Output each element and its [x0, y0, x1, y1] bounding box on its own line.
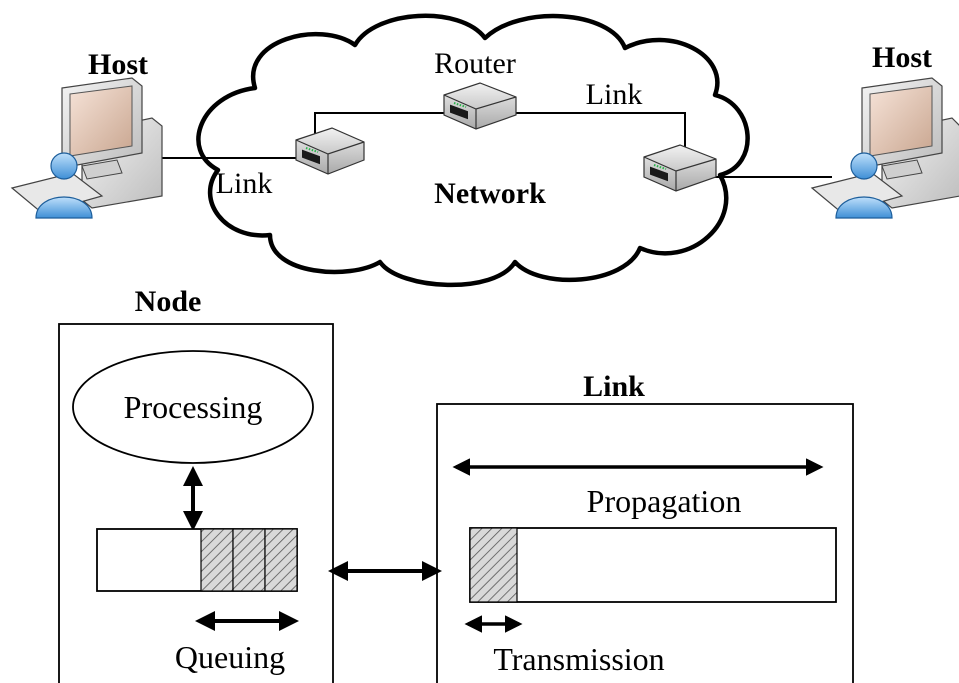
queued-packet [264, 528, 298, 592]
link-right-label: Link [586, 78, 643, 111]
node-title: Node [135, 285, 202, 318]
host-right-label: Host [872, 41, 932, 74]
router-icon [295, 127, 365, 175]
link-box [436, 403, 854, 683]
transmission-label: Transmission [493, 641, 664, 677]
host-left-icon [10, 77, 163, 219]
router-label: Router [434, 47, 516, 80]
queued-packet [200, 528, 234, 592]
network-label: Network [434, 177, 546, 210]
processing-ellipse [72, 350, 314, 464]
link-box-title: Link [583, 370, 645, 403]
router-icon [643, 144, 717, 192]
queuing-label: Queuing [175, 639, 285, 675]
transmitted-packet [469, 527, 518, 603]
host-right-icon [810, 77, 959, 219]
link-router-top-router-right [505, 112, 686, 158]
processing-label: Processing [124, 389, 263, 425]
link-pipe [469, 527, 837, 603]
link-left-label: Link [216, 167, 273, 200]
queued-packet [232, 528, 266, 592]
host-left-label: Host [88, 48, 148, 81]
queue-buffer [96, 528, 298, 592]
network-cloud [196, 13, 750, 288]
node-box [58, 323, 334, 683]
router-icon [443, 82, 517, 130]
propagation-label: Propagation [587, 483, 742, 519]
